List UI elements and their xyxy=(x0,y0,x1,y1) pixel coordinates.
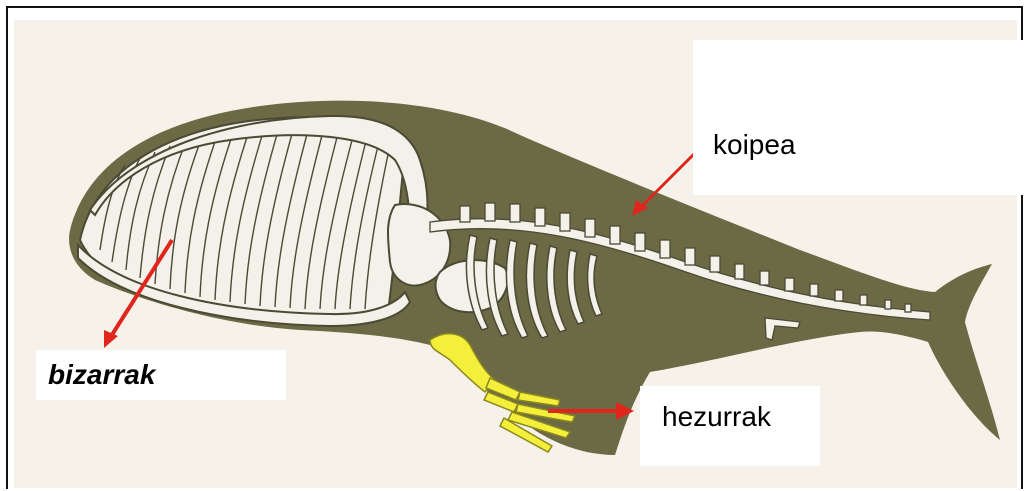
bones-label: hezurrak xyxy=(662,403,771,431)
baleen-label: bizarrak xyxy=(48,361,155,389)
fat-label: koipea xyxy=(713,131,796,159)
fat-label-box xyxy=(693,40,1023,195)
